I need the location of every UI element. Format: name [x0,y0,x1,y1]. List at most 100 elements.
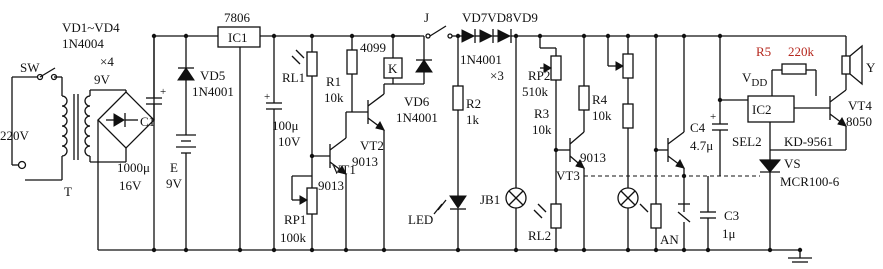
c1-label: C1 [140,114,155,129]
vt3-type: 9013 [580,150,606,165]
bridge-rectifier [90,36,155,180]
diode-vd5 [177,36,195,135]
battery-value: 9V [166,176,183,191]
vs-label: VS [784,156,801,171]
lamp-jb1 [505,36,527,250]
vd7-9-label: VD7VD8VD9 [462,10,538,25]
capacitor-100u [266,36,282,250]
transistor-vt4 [829,74,847,150]
vt2-type: 9013 [352,154,378,169]
rp2-label: RP2 [528,68,550,83]
vd7-9-type: 1N4001 [460,52,502,67]
vs-type: MCR100-6 [780,174,840,189]
resistor-r2 [452,36,464,196]
r2-label: R2 [466,96,481,111]
led-label: LED [408,212,433,227]
ic-4099-label: 4099 [360,40,386,55]
rl1-label: RL1 [282,70,305,85]
transistor-vt2 [345,84,385,250]
battery-label: E [170,160,178,175]
resistor-r3 [578,36,590,132]
mains-input [11,67,91,181]
transformer-label: T [64,184,72,199]
speaker-label: Y [866,60,876,75]
rp2-value: 510k [522,84,549,99]
ldr-rl2 [533,150,562,250]
vt1-label: VT1 [332,162,356,177]
pot-near-r4 [607,36,634,188]
r1-label: R1 [326,74,341,89]
c3-label: C3 [724,208,739,223]
contact-label: J [424,10,429,25]
regulator-label: IC1 [228,30,248,45]
cap-100u-voltage: 10V [278,134,301,149]
rp1-value: 100k [280,230,307,245]
vt4-label: VT4 [848,98,872,113]
vt1-type: 9013 [318,178,344,193]
ic2-music-chip [720,95,830,150]
sel2-label: SEL2 [732,134,762,149]
resistor-r5 [771,63,817,96]
capacitor-c1 [146,36,162,250]
diodes-vd7-vd9 [461,29,720,43]
r4-label: R4 [592,92,608,107]
r2-value: 1k [466,112,480,127]
vd5-label: VD5 [200,68,225,83]
sw-label: SW [20,60,40,75]
vt3-label: VT3 [556,168,580,183]
ldr-an-side [639,150,662,250]
ldr-rl1 [291,36,318,110]
vd6-label: VD6 [404,94,430,109]
battery-e [176,134,196,250]
relay-k [383,35,424,85]
transistor-vt3 [556,131,585,250]
c4-value: 4.7μ [690,138,713,153]
vd5-type: 1N4001 [192,84,234,99]
ic2-part: KD-9561 [784,134,833,149]
an-label: AN [660,232,679,247]
c1-value: 1000μ [117,160,150,175]
ic2-label: IC2 [752,102,772,117]
r1-value: 10k [324,90,344,105]
bridge-label: VD1~VD4 [62,20,120,35]
r3-value: 10k [532,122,552,137]
mains-label: 220V [0,128,30,143]
jb1-label: JB1 [480,192,500,207]
c1-polarity: + [160,86,166,98]
vd6-type: 1N4001 [396,110,438,125]
rp1-label: RP1 [284,212,306,227]
resistor-r1 [346,36,358,112]
r5-value: 220k [788,44,815,59]
vt4-type: 8050 [846,114,872,129]
r5-label: R5 [756,44,771,59]
transistor-vt1 [311,110,347,250]
regulator-part: 7806 [224,10,251,25]
vdd-label: VDD [742,70,767,89]
pot-rp1 [291,156,318,250]
lamp-2 [617,187,639,250]
cap-100u-value: 100μ [272,118,299,133]
bridge-type: 1N4004 [62,36,104,51]
r3-label: R3 [534,106,549,121]
led [433,195,467,250]
cap-100u-polarity: + [264,91,270,103]
diode-vd6 [415,36,433,84]
c4-polarity: + [710,111,716,123]
button-an [677,176,691,250]
r4-value: 10k [592,108,612,123]
c4-label: C4 [690,120,706,135]
capacitor-c3 [700,176,716,250]
c1-voltage: 16V [119,178,142,193]
relay-label: K [388,61,398,76]
c3-value: 1μ [722,226,736,241]
bridge-count: ×4 [100,54,114,69]
vd7-9-count: ×3 [490,68,504,83]
transistor-right [655,36,685,176]
junction-dots [151,33,803,253]
speaker-y [720,35,863,86]
rl2-label: RL2 [528,228,551,243]
vt2-label: VT2 [360,138,384,153]
capacitor-c4 [712,36,728,176]
scr-vs [758,149,846,250]
